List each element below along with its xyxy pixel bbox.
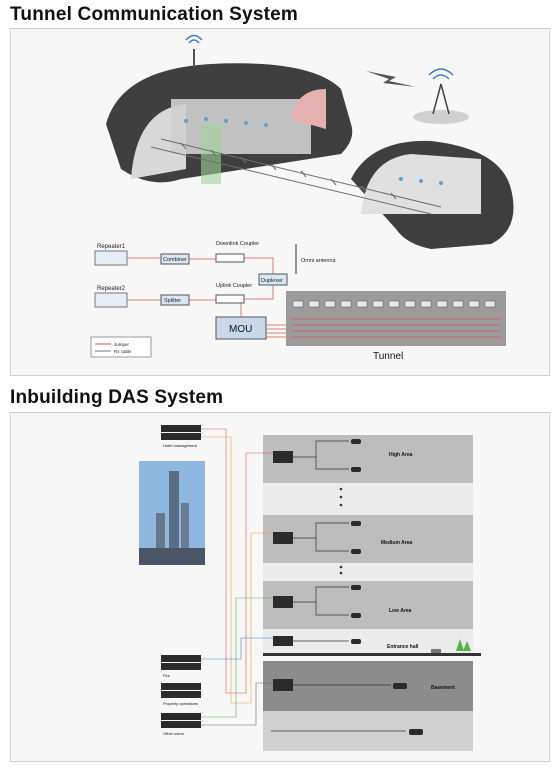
splitter-label: Splitter [164, 298, 181, 304]
tunnel-diagram-panel: Repeater1 Repeater2 Combiner Splitter Do… [10, 28, 550, 376]
ground-line [263, 653, 481, 656]
source-fire-label: Fire [163, 673, 171, 678]
omni-antenna-label: Omni antenna [301, 258, 336, 264]
car-icon [431, 649, 441, 653]
uplink-coupler-box [215, 294, 245, 304]
floor-high [263, 435, 473, 483]
repeater1-label: Repeater1 [97, 244, 126, 250]
floor-medium [263, 515, 473, 563]
combiner-label: Combiner [163, 257, 187, 263]
uplink-coupler-label: Uplink Coupler [216, 283, 252, 289]
floor-ellipsis [339, 487, 343, 575]
tunnel-cutaway [171, 99, 311, 154]
mou-label: MOU [229, 324, 252, 335]
label-high-area: High Area [389, 452, 413, 458]
cell-tower-icon [413, 68, 469, 124]
tunnel-far-mouth [361, 154, 481, 214]
wireless-link-icon [366, 71, 416, 87]
floor-gap-2 [263, 563, 473, 581]
source-racks [161, 425, 201, 728]
das-diagram: High Area Medium Area Low Area Entrance … [139, 425, 481, 751]
leaky-cable-lines [291, 318, 501, 338]
downlink-coupler-box [215, 253, 245, 263]
tunnel-antenna-row [292, 300, 496, 308]
source-hotel-label: Hotel management [163, 443, 198, 448]
feeder-lines [201, 428, 273, 726]
source-property-label: Property operations [163, 701, 198, 706]
tunnel-pink-mouth [291, 89, 326, 129]
downlink-coupler-label: Downlink Coupler [216, 241, 259, 247]
repeater1-box [94, 250, 128, 266]
label-entrance-hall: Entrance hall [387, 644, 419, 650]
label-basement: Basement [431, 685, 455, 691]
entrance-trees [456, 639, 471, 651]
tunnel-section-title: Tunnel Communication System [10, 4, 298, 25]
branch-lines [271, 440, 406, 732]
floor-basement [263, 661, 473, 711]
legend-box [90, 336, 152, 358]
tunnel-green-beam [201, 124, 221, 184]
das-section-title: Inbuilding DAS System [10, 387, 224, 408]
floor-gap-1 [263, 483, 473, 515]
schematic: Repeater1 Repeater2 Combiner Splitter Do… [90, 241, 506, 362]
wifi-antenna-icons [351, 439, 423, 735]
remote-units [273, 451, 293, 691]
repeater2-label: Repeater2 [97, 286, 126, 292]
das-diagram-panel: High Area Medium Area Low Area Entrance … [10, 412, 550, 762]
tunnel-label: Tunnel [373, 351, 403, 362]
tunnel-diagram: Repeater1 Repeater2 Combiner Splitter Do… [90, 34, 514, 362]
tunnel-panel [286, 291, 506, 346]
building-photo [139, 461, 205, 565]
mountain-antenna-icon [185, 34, 203, 67]
label-low-area: Low Area [389, 608, 412, 614]
label-medium-area: Medium Area [381, 540, 412, 546]
duplexer-label: Duplexer [261, 278, 283, 284]
floor-low [263, 581, 473, 629]
railway-track [150, 138, 442, 215]
repeater2-box [94, 292, 128, 308]
legend-leaky-label: Rx cable [114, 349, 132, 354]
legend-jumper-label: Jumper [114, 342, 130, 347]
jumper-lines [127, 257, 286, 338]
source-other-label: Other users [163, 731, 184, 736]
tunnel-antennas [184, 117, 443, 185]
